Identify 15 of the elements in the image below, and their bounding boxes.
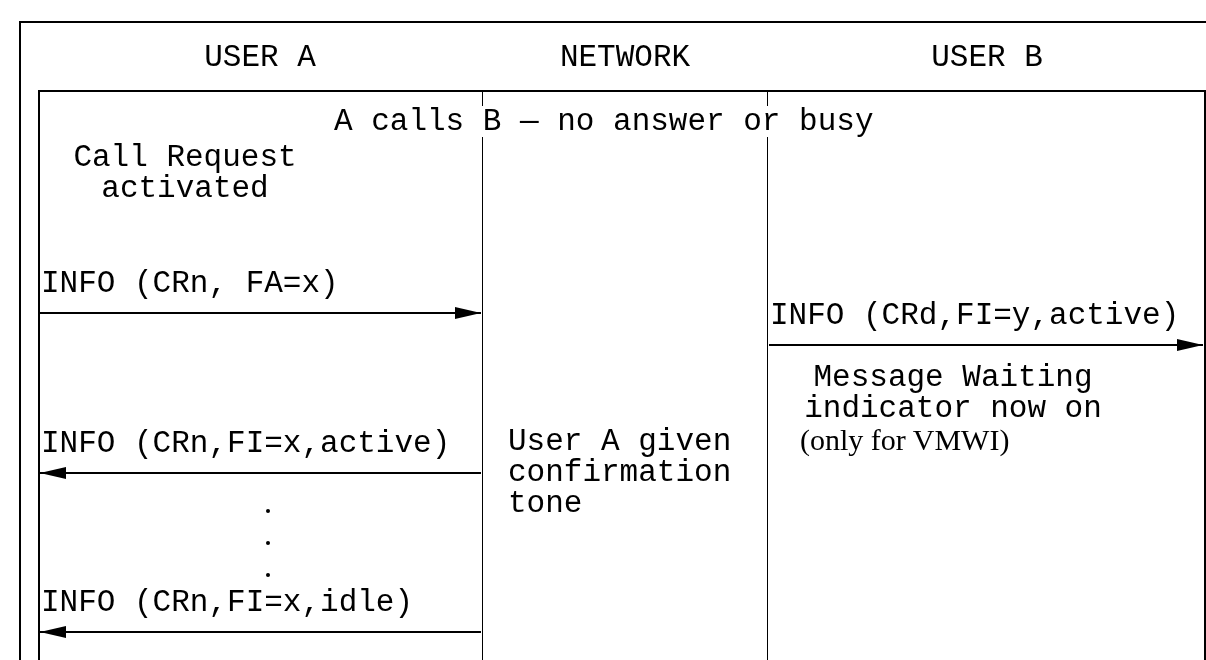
message-arrow	[39, 626, 482, 638]
message-arrow	[39, 467, 482, 479]
message-label: INFO (CRd,FI=y,active)	[770, 299, 1180, 333]
message-label: INFO (CRn,FI=x,idle)	[41, 586, 414, 620]
message-arrow	[768, 339, 1204, 351]
message-label: INFO (CRn, FA=x)	[41, 267, 339, 301]
lane-title: NETWORK	[559, 41, 691, 75]
note-text: (only for VMWI)	[800, 424, 1011, 455]
lane-title: USER B	[931, 41, 1043, 75]
message-label: INFO (CRn,FI=x,active)	[41, 427, 451, 461]
note-text: Message Waiting indicator now on	[803, 362, 1103, 424]
note-text: Call Request activated	[72, 142, 298, 204]
note-text: User A given confirmation tone	[508, 426, 733, 519]
message-arrow	[39, 307, 482, 319]
lane-title: USER A	[204, 41, 316, 75]
